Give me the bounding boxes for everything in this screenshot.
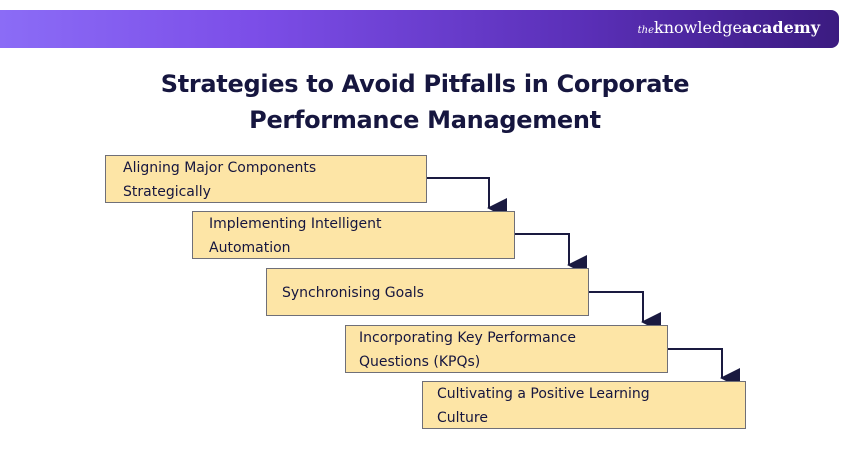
title-line-2: Performance Management [249, 106, 601, 134]
step-3-label: Synchronising Goals [282, 285, 424, 301]
step-2-box: Implementing Intelligent Automation [192, 211, 515, 259]
step-1-box: Aligning Major Components Strategically [105, 155, 427, 203]
step-3-box: Synchronising Goals [266, 268, 589, 316]
brand-logo: theknowledgeacademy [637, 18, 820, 37]
connector-arrow-1 [426, 177, 507, 218]
diagram-title: Strategies to Avoid Pitfalls in Corporat… [0, 66, 850, 138]
title-line-1: Strategies to Avoid Pitfalls in Corporat… [160, 70, 690, 98]
step-4-label: Incorporating Key Performance Questions … [359, 330, 576, 370]
connector-arrow-3 [588, 291, 661, 332]
connector-arrow-4 [667, 348, 740, 388]
step-5-label: Cultivating a Positive Learning Culture [437, 386, 650, 426]
step-2-label: Implementing Intelligent Automation [209, 216, 382, 256]
connector-arrow-2 [514, 233, 587, 275]
step-4-box: Incorporating Key Performance Questions … [345, 325, 668, 373]
step-1-label: Aligning Major Components Strategically [123, 160, 317, 200]
header-banner [0, 10, 839, 48]
step-5-box: Cultivating a Positive Learning Culture [422, 381, 746, 429]
